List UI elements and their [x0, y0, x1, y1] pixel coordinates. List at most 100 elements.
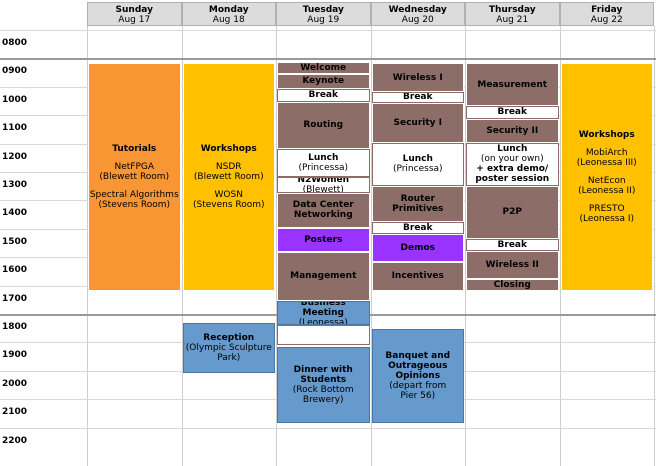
event-title: Tutorials [112, 143, 157, 154]
time-row-line [0, 427, 656, 429]
event-title: Data Center Networking [292, 200, 354, 221]
time-label-0800: 0800 [2, 38, 28, 48]
event-title: Workshops [578, 129, 635, 140]
event-title: Router Primitives [392, 193, 444, 214]
event-title: Dinner with Students [293, 365, 353, 386]
event-title: Lunch [402, 154, 433, 165]
event-block[interactable]: Router Primitives [371, 185, 464, 223]
event-block[interactable]: Business Meeting(Leonessa) [277, 300, 370, 325]
event-block[interactable]: Welcome [277, 62, 370, 74]
column-divider [559, 26, 561, 466]
event-title: Break [497, 107, 527, 118]
event-block[interactable]: Break [371, 91, 464, 104]
event-location: (Blewett) [302, 184, 344, 193]
time-label-1900: 1900 [2, 350, 28, 361]
event-block[interactable]: Break [466, 106, 559, 119]
event-title: Workshops [200, 143, 257, 154]
event-block[interactable]: P2P [466, 185, 559, 240]
column-divider [654, 26, 655, 466]
day-name: Thursday [488, 5, 536, 15]
time-label-1400: 1400 [2, 208, 28, 219]
event-block[interactable]: Break [371, 222, 464, 234]
day-name: Sunday [115, 5, 153, 15]
event-session: PRESTO (Leonessa I) [579, 203, 635, 224]
event-block[interactable]: Wireless I [371, 63, 464, 92]
event-block[interactable]: Closing [466, 279, 559, 291]
event-block[interactable]: Security I [371, 103, 464, 143]
event-title: Lunch [308, 152, 339, 163]
event-title: Wireless I [392, 72, 443, 83]
event-session: NetFPGA (Blewett Room) [99, 161, 170, 182]
event-block[interactable]: Break [466, 239, 559, 251]
event-block[interactable]: Demos [371, 233, 464, 263]
column-divider [370, 26, 372, 466]
time-label-1200: 1200 [2, 151, 28, 162]
time-label-1800: 1800 [2, 322, 28, 332]
column-divider [87, 26, 88, 466]
event-title: Demos [400, 242, 436, 253]
event-location: (Princessa) [392, 164, 443, 175]
event-block[interactable]: Dinner with Students(Rock Bottom Brewery… [277, 347, 370, 423]
time-row-line [0, 30, 656, 31]
event-block[interactable]: Security II [466, 118, 559, 143]
event-title: Reception [203, 333, 255, 344]
event-title: Welcome [300, 62, 347, 73]
day-name: Tuesday [302, 5, 344, 15]
day-date: Aug 20 [401, 15, 434, 25]
event-session: NetEcon (Leonessa II) [578, 175, 636, 196]
event-title: Break [403, 92, 433, 103]
event-title: Security I [393, 118, 442, 129]
time-label-1600: 1600 [2, 265, 28, 276]
column-divider [465, 26, 466, 466]
event-location: (Princessa) [298, 162, 349, 173]
day-date: Aug 18 [212, 15, 245, 25]
event-block[interactable]: Routing [277, 102, 370, 149]
event-block[interactable]: Keynote [277, 73, 370, 89]
time-label-2200: 2200 [2, 435, 28, 446]
time-label-1100: 1100 [2, 123, 28, 134]
day-date: Aug 19 [307, 15, 340, 25]
event-title: Routing [303, 120, 344, 131]
event-title: Management [290, 271, 357, 282]
event-block[interactable] [277, 324, 370, 345]
event-title: Incentives [391, 271, 444, 282]
day-date: Aug 22 [590, 15, 623, 25]
event-block[interactable]: Incentives [371, 262, 464, 291]
event-block[interactable]: N2Women(Blewett) [277, 177, 370, 193]
event-block[interactable]: Lunch(Princessa) [277, 148, 370, 177]
event-block[interactable]: Data Center Networking [277, 192, 370, 229]
event-block[interactable]: Wireless II [466, 250, 559, 280]
time-label-1300: 1300 [2, 180, 28, 190]
event-block[interactable]: Break [277, 88, 370, 103]
event-title: Break [308, 90, 338, 101]
event-title: Wireless II [485, 260, 539, 271]
time-label-0900: 0900 [2, 66, 28, 77]
event-block[interactable]: Lunch(Princessa) [371, 142, 464, 186]
event-block[interactable]: Measurement [466, 63, 559, 106]
time-label-1700: 1700 [2, 293, 28, 304]
event-title: Security II [486, 125, 539, 136]
event-extra: + extra demo/ poster session [475, 164, 550, 185]
event-title: Closing [493, 279, 531, 290]
event-location: (on your own) [480, 154, 544, 165]
event-title: Business Meeting [300, 300, 346, 318]
event-location: (depart from Pier 56) [389, 380, 447, 401]
event-block[interactable]: Posters [277, 228, 370, 253]
event-title: P2P [502, 207, 522, 218]
event-block[interactable]: Banquet and Outrageous Opinions(depart f… [371, 328, 464, 423]
event-block[interactable]: Management [277, 252, 370, 301]
event-title: Posters [304, 235, 343, 246]
day-name: Monday [208, 5, 249, 15]
event-session: WOSN (Stevens Room) [192, 189, 265, 210]
event-block[interactable]: Lunch(on your own)+ extra demo/ poster s… [466, 142, 559, 186]
event-block[interactable]: Reception(Olympic Sculpture Park) [182, 323, 275, 373]
event-title: Break [497, 240, 527, 251]
